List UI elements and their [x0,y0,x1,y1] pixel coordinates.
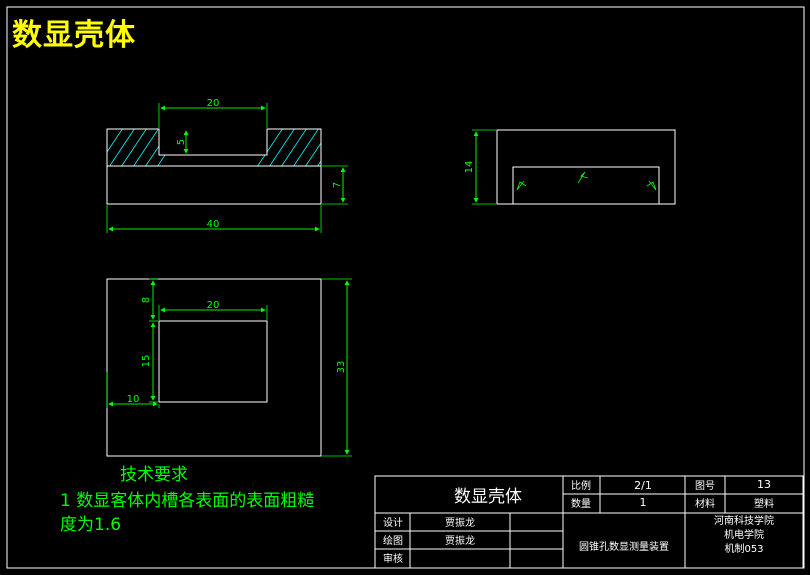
surface-roughness-marks [516,171,657,191]
dim-plan-total-height [322,278,352,457]
dim-plan-slot-width-label: 20 [207,300,220,311]
dim-plan-offset-left-label: 10 [127,394,140,405]
dim-total-length [106,205,322,233]
design-name: 贾振龙 [445,516,475,529]
section-hatching [107,129,321,166]
drawing-title: 数显壳体 [12,18,136,53]
material-label: 材料 [695,497,715,510]
scale-value: 2/1 [634,479,652,492]
dim-plan-offset-top-label: 8 [141,297,152,303]
project-name: 圆锥孔数显测量装置 [579,540,669,553]
dim-plan-total-height-label: 33 [336,361,347,374]
drawing-no-label: 图号 [695,480,715,492]
dim-side-height-label: 14 [464,161,475,174]
front-view: 20 5 7 40 [106,98,348,233]
draw-label: 绘图 [383,534,403,547]
dim-plan-slot-height-label: 15 [141,355,152,368]
tech-requirements-heading: 技术要求 [120,465,188,485]
dim-plan-offset-left [106,372,160,408]
drawing-no-value: 13 [757,478,771,491]
dim-plan-offset-top [149,278,158,322]
plan-outline [106,278,322,457]
dim-slot-depth-label: 5 [176,139,187,145]
dim-slot-width-label: 20 [207,98,220,109]
dim-side-height [472,129,496,205]
school-line1: 河南科技学院 [714,514,774,527]
draw-name: 贾振龙 [445,534,475,547]
title-block-part-name: 数显壳体 [454,487,522,507]
dim-plan-slot-width [158,305,268,320]
front-outline [106,128,322,205]
school-line2: 机电学院 [724,528,764,541]
tech-requirements-line2: 度为1.6 [60,515,122,535]
dim-total-length-label: 40 [207,219,220,230]
side-view: 14 [464,129,676,205]
dim-base-height [322,165,348,205]
plan-slot [158,320,268,403]
dim-slot-width [158,103,268,128]
title-block [374,475,804,569]
quantity-value: 1 [640,496,647,509]
plan-view: 8 20 15 10 [106,278,352,457]
scale-label: 比例 [571,479,591,492]
side-slot [512,166,660,205]
dim-base-height-label: 7 [332,182,343,188]
tech-requirements-line1: 1 数显客体内槽各表面的表面粗糙 [60,491,315,511]
quantity-label: 数量 [571,497,591,510]
school-line3: 机制053 [724,542,763,555]
material-value: 塑料 [754,497,774,510]
review-label: 审核 [383,552,403,565]
design-label: 设计 [383,516,403,529]
